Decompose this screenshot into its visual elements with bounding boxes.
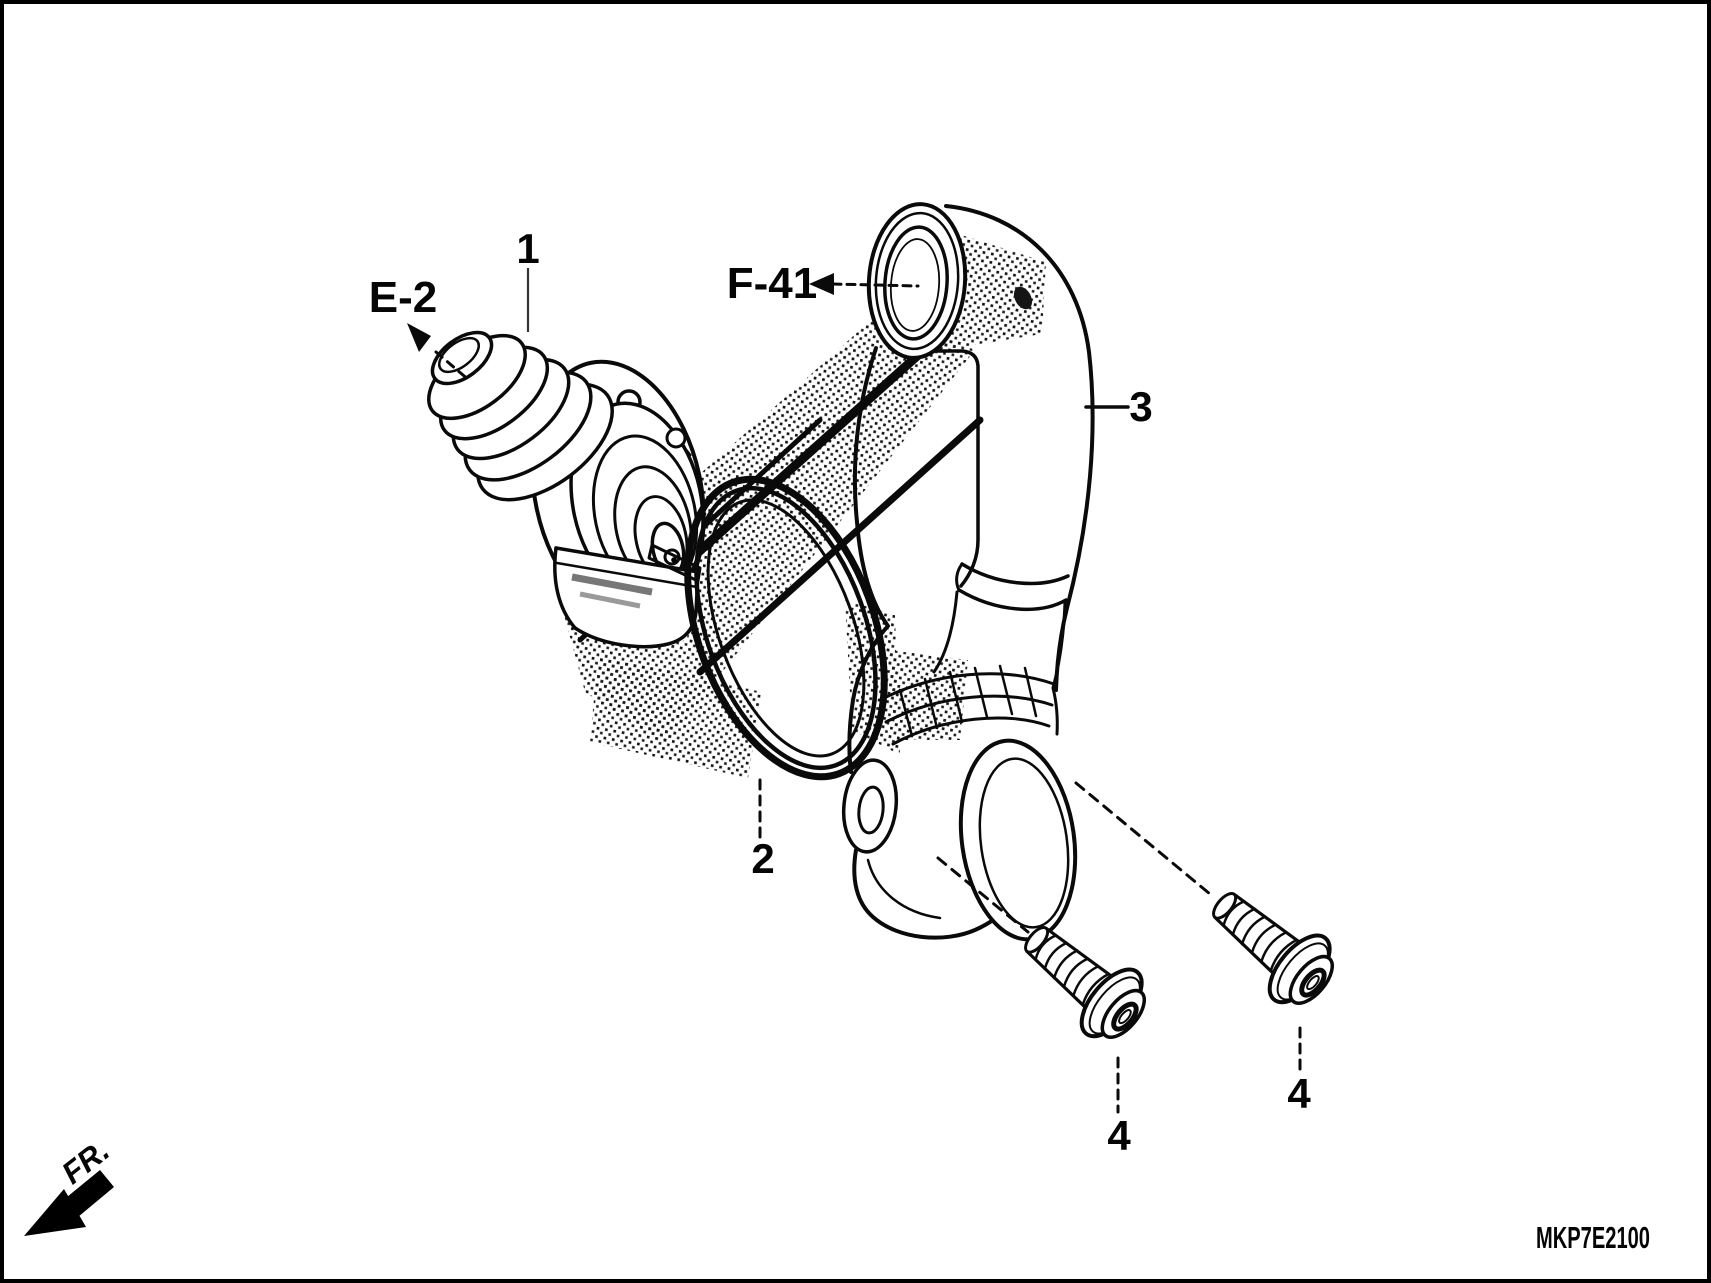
part-thermostat-cover [841, 202, 1095, 942]
flange-bolt-hole [1013, 286, 1033, 310]
part-o-ring [684, 475, 888, 781]
thermostat-bracket [553, 543, 702, 649]
labels: 1 2 3 4 4 E-2 F-41 [369, 225, 1312, 1159]
leader-lines [407, 268, 1302, 1114]
reference-f41: F-41 [727, 259, 817, 308]
drawing-code-label: MKP7E2100 [1536, 1220, 1650, 1255]
callout-4-right: 4 [1287, 1070, 1311, 1117]
casting-ribs [898, 664, 1038, 738]
reference-e2: E-2 [369, 273, 437, 322]
part-thermostat [427, 330, 706, 649]
callout-4-left: 4 [1107, 1112, 1131, 1159]
callout-3: 3 [1129, 383, 1152, 430]
e2-arrowhead-icon [407, 323, 431, 352]
callout-1: 1 [516, 225, 539, 272]
thermostat-bellows [427, 330, 614, 502]
f41-arrowhead-icon [809, 273, 834, 295]
front-arrow-shaft [56, 1170, 114, 1222]
callout-2: 2 [751, 835, 774, 882]
